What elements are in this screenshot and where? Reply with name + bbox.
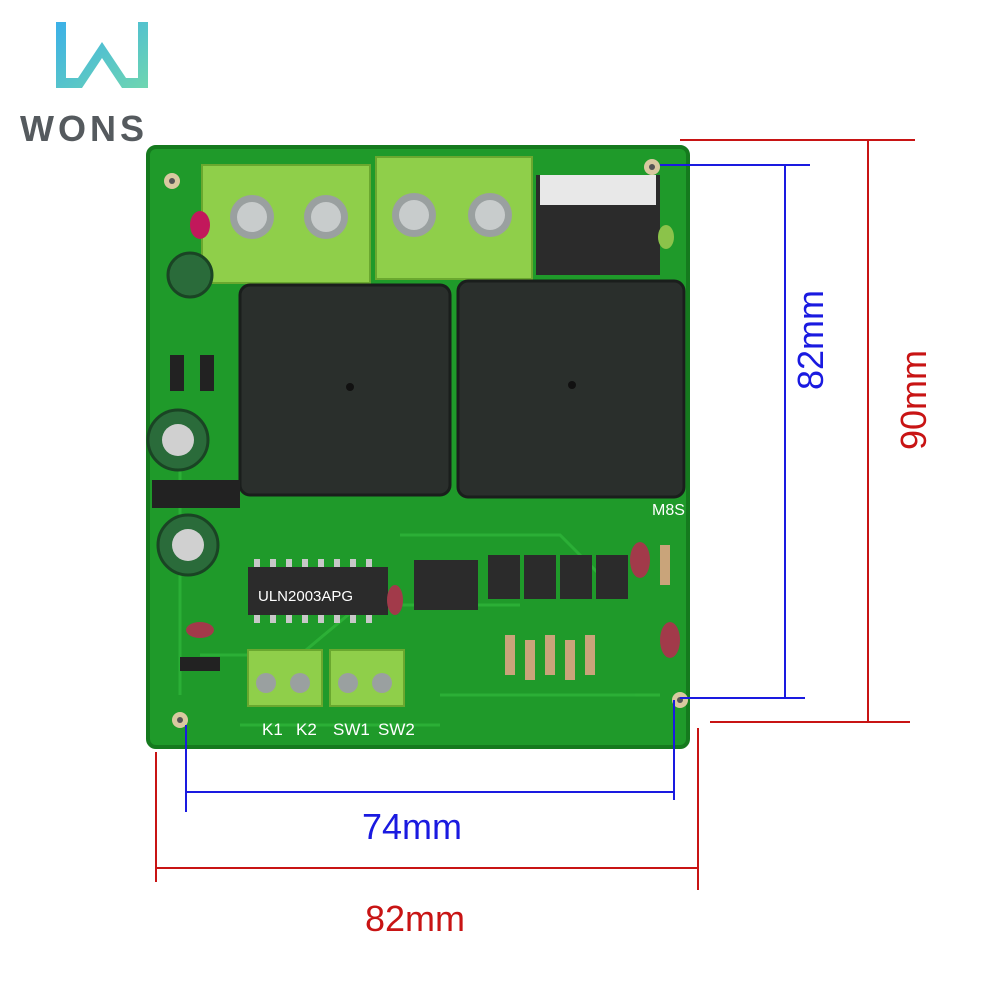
diode bbox=[200, 355, 214, 391]
led bbox=[658, 225, 674, 249]
voltage-regulator bbox=[152, 480, 240, 508]
ceramic-capacitor bbox=[387, 585, 403, 615]
ceramic-capacitor bbox=[186, 622, 214, 638]
optocoupler bbox=[488, 555, 520, 599]
terminal-label-sw1: SW1 bbox=[333, 720, 370, 739]
microcontroller-chip bbox=[414, 560, 478, 610]
terminal-block-k1-k2 bbox=[247, 649, 323, 707]
dimension-inner-height bbox=[660, 164, 810, 699]
led bbox=[190, 211, 210, 239]
diode bbox=[170, 355, 184, 391]
label-inner-width: 74mm bbox=[362, 806, 463, 847]
inner-height-value: 82mm bbox=[790, 289, 831, 390]
pcb-board-image: ULN2003APG M8S K1 K2 SW1 SW2 bbox=[146, 145, 690, 749]
brand-name: WONS bbox=[20, 108, 148, 149]
relay-right bbox=[456, 279, 686, 499]
label-outer-height: 90mm bbox=[893, 290, 935, 450]
dimension-inner-width bbox=[185, 700, 675, 812]
ceramic-capacitor bbox=[660, 622, 680, 658]
dimension-outer-width bbox=[155, 728, 699, 890]
capacitor bbox=[166, 251, 214, 299]
dimension-outer-height bbox=[680, 139, 915, 723]
optocoupler bbox=[560, 555, 592, 599]
resistor-array bbox=[505, 545, 670, 680]
outer-height-value: 90mm bbox=[893, 349, 934, 450]
chip-label: ULN2003APG bbox=[258, 588, 353, 605]
terminal-block-top-right bbox=[375, 156, 533, 280]
ceramic-capacitor bbox=[630, 542, 650, 578]
wons-logo-icon bbox=[56, 22, 148, 88]
terminal-label-sw2: SW2 bbox=[378, 720, 415, 739]
terminal-block-top-left bbox=[201, 164, 371, 284]
terminal-label-k2: K2 bbox=[296, 720, 317, 739]
optocoupler bbox=[524, 555, 556, 599]
terminal-block-sw1-sw2 bbox=[329, 649, 405, 707]
terminal-label-k1: K1 bbox=[262, 720, 283, 739]
label-inner-height: 82mm bbox=[790, 230, 832, 390]
diode bbox=[180, 657, 220, 671]
model-label: M8S bbox=[652, 502, 685, 519]
relay-left bbox=[238, 283, 452, 497]
optocoupler bbox=[596, 555, 628, 599]
label-outer-width: 82mm bbox=[365, 898, 466, 939]
uln2003-chip: ULN2003APG bbox=[248, 559, 388, 623]
